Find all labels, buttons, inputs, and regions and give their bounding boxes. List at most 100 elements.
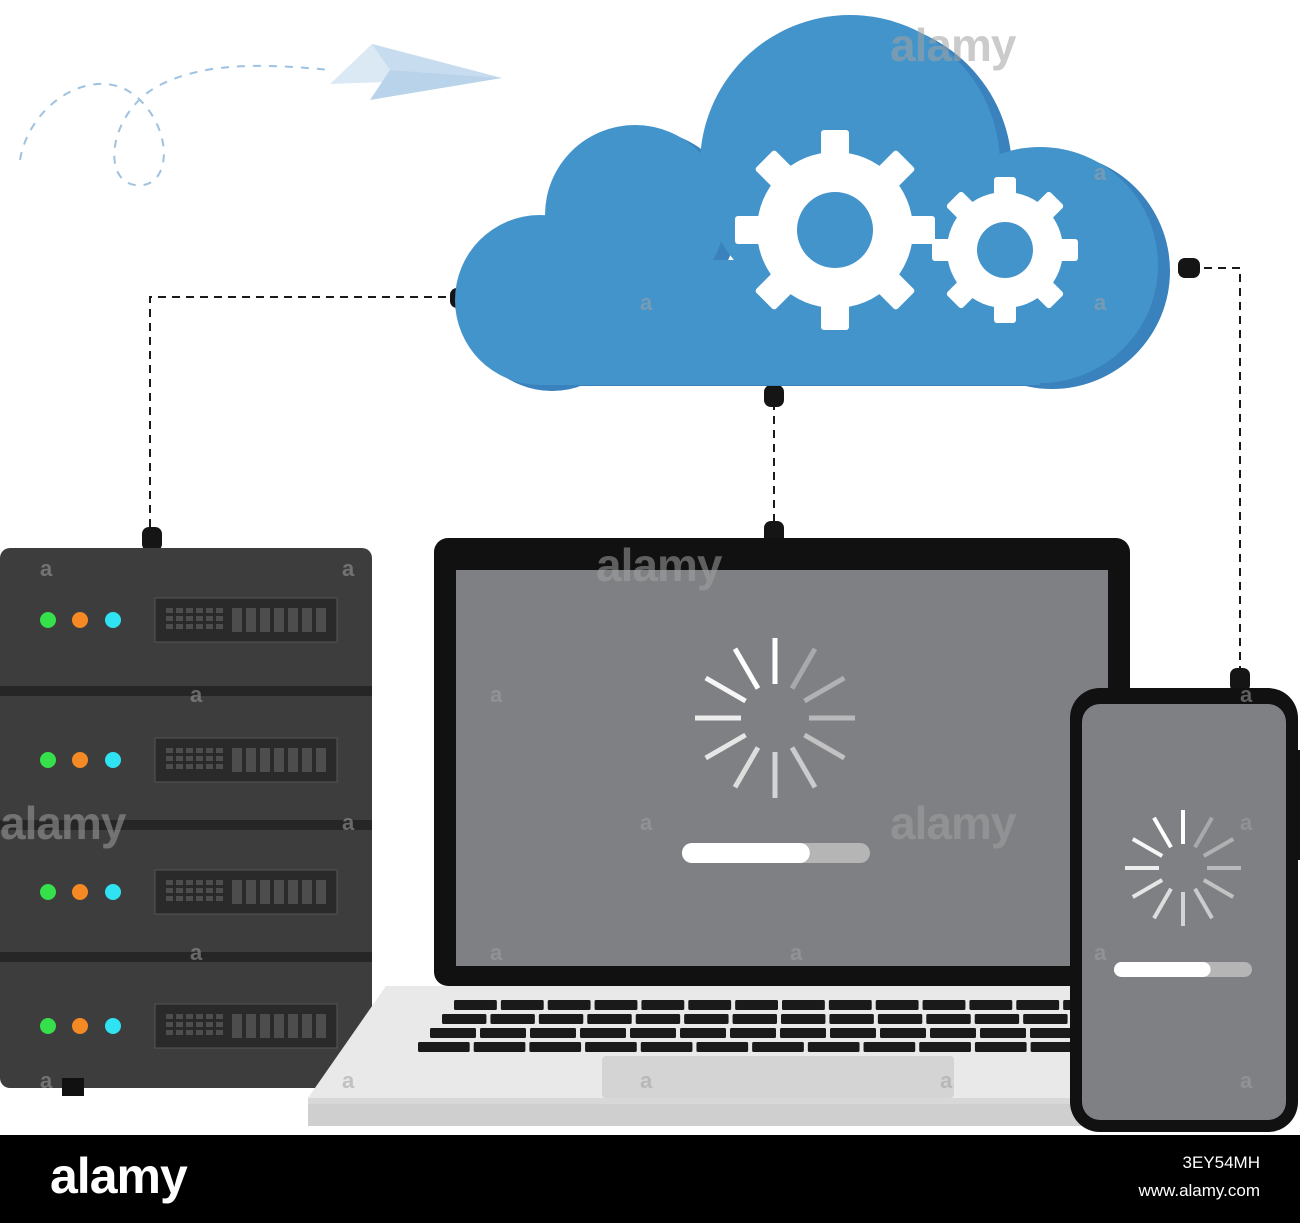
spinner-segment [789, 647, 818, 690]
status-led-green [40, 752, 56, 768]
loading-spinner-icon [695, 638, 855, 798]
keyboard-key [752, 1042, 804, 1052]
keyboard-key [442, 1014, 487, 1024]
status-led-orange [72, 884, 88, 900]
spinner-segment [1202, 837, 1235, 858]
laptop-touchpad [602, 1056, 954, 1098]
keyboard-key [418, 1042, 470, 1052]
keyboard-key [454, 1000, 497, 1010]
keyboard-key [974, 1042, 1027, 1052]
keyboard-key [1023, 1014, 1068, 1024]
laptop-screen [456, 570, 1108, 966]
status-led-green [40, 1018, 56, 1034]
cloud-computing-illustration [0, 15, 1300, 1132]
keyboard-key [919, 1042, 971, 1052]
network-connectors [149, 267, 1241, 676]
paper-plane-icon [330, 44, 502, 100]
drive-panel [154, 1003, 338, 1049]
keyboard-key [430, 1028, 476, 1038]
keyboard-key [980, 1028, 1026, 1038]
status-led-cyan [105, 612, 121, 628]
keyboard-key [530, 1028, 576, 1038]
status-led-cyan [105, 752, 121, 768]
spinner-segment [1193, 887, 1214, 920]
drive-panel [154, 597, 338, 643]
keyboard-key [863, 1042, 916, 1052]
laptop-icon [308, 538, 1248, 1126]
keyboard-key [930, 1028, 976, 1038]
status-led-green [40, 612, 56, 628]
keyboard-key [500, 1000, 544, 1010]
keyboard-key [781, 1014, 826, 1024]
keyboard-key [875, 1000, 919, 1010]
keyboard-key [680, 1028, 726, 1038]
spinner-segment [789, 746, 818, 789]
paper-plane-trail [19, 64, 331, 187]
status-led-orange [72, 612, 88, 628]
keyboard-key [780, 1028, 826, 1038]
connector-plugs [142, 258, 1250, 692]
gear-icon [932, 177, 1078, 323]
spinner-segment [1202, 878, 1235, 899]
keyboard-key [969, 1000, 1013, 1010]
gear-icon [735, 130, 935, 330]
laptop-progress-fill [682, 843, 810, 863]
drive-panel [154, 737, 338, 783]
spinner-segment [704, 732, 747, 761]
status-led-green [40, 884, 56, 900]
status-led-cyan [105, 1018, 121, 1034]
spinner-segment [1193, 816, 1214, 849]
keyboard-key [1030, 1042, 1083, 1052]
keyboard-key [630, 1028, 676, 1038]
footer-site-url: www.alamy.com [1138, 1181, 1260, 1200]
keyboard-key [1016, 1000, 1060, 1010]
footer-bar: alamy 3EY54MH www.alamy.com [0, 1135, 1300, 1223]
keyboard-key [830, 1028, 876, 1038]
keyboard-key [635, 1014, 681, 1024]
spinner-segment [732, 746, 761, 789]
keyboard-key [974, 1014, 1020, 1024]
keyboard-key [829, 1014, 874, 1024]
spinner-segment [1131, 837, 1164, 858]
keyboard-key [529, 1042, 582, 1052]
footer-image-id: 3EY54MH [1182, 1153, 1260, 1172]
keyboard-key [580, 1028, 626, 1038]
keyboard-key [547, 1000, 591, 1010]
smartphone-icon [1070, 688, 1300, 1132]
keyboard-key [480, 1028, 526, 1038]
footer-logo: alamy [50, 1148, 188, 1204]
keyboard-key [926, 1014, 971, 1024]
spinner-segment [803, 675, 846, 704]
keyboard-key [782, 1000, 825, 1010]
spinner-segment [1131, 878, 1164, 899]
footer-image-info: 3EY54MH www.alamy.com [1138, 1149, 1260, 1205]
drive-panel [154, 869, 338, 915]
keyboard-key [490, 1014, 535, 1024]
keyboard-key [684, 1014, 729, 1024]
server-rack-icon [0, 548, 372, 1096]
keyboard-key [732, 1014, 777, 1024]
keyboard-key [922, 1000, 966, 1010]
keyboard-key [877, 1014, 923, 1024]
keyboard-key [880, 1028, 926, 1038]
keyboard-key [587, 1014, 632, 1024]
keyboard-key [688, 1000, 732, 1010]
keyboard-key [735, 1000, 778, 1010]
status-led-orange [72, 752, 88, 768]
keyboard-key [828, 1000, 872, 1010]
keyboard-key [641, 1000, 685, 1010]
keyboard-key [730, 1028, 776, 1038]
loading-spinner-icon [1125, 810, 1241, 926]
keyboard-key [585, 1042, 637, 1052]
spinner-segment [1152, 816, 1173, 849]
spinner-segment [803, 732, 846, 761]
spinner-segment [732, 647, 761, 690]
keyboard-key [594, 1000, 638, 1010]
keyboard-key [1030, 1028, 1076, 1038]
keyboard-key [538, 1014, 584, 1024]
phone-progress-fill [1114, 962, 1211, 977]
status-led-orange [72, 1018, 88, 1034]
keyboard-key [807, 1042, 860, 1052]
spinner-segment [1152, 887, 1173, 920]
status-led-cyan [105, 884, 121, 900]
